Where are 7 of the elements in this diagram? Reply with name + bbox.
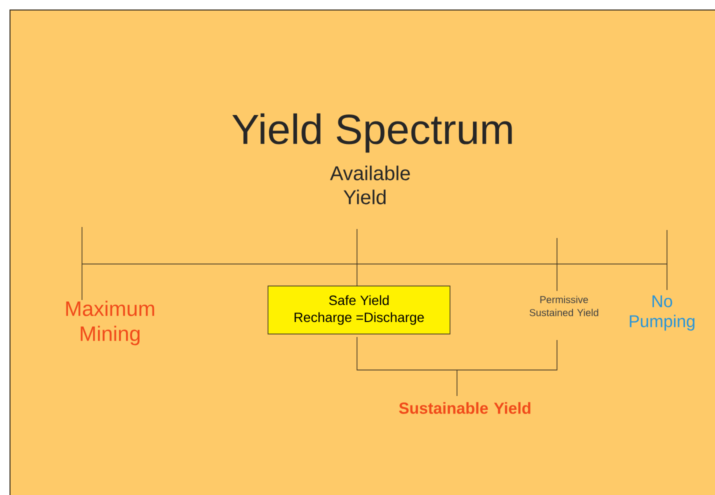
highlight-box: Safe Yield Recharge =Discharge [268, 286, 450, 334]
end-label: Maximum Mining [66, 300, 154, 346]
title: Yield Spectrum [232, 113, 512, 153]
bracket-label: Sustainable Yield [399, 402, 530, 414]
subtitle: Available Yield [330, 166, 410, 204]
point-label: Permissive Sustained Yield [530, 296, 598, 316]
end-label: No Pumping [630, 295, 694, 331]
